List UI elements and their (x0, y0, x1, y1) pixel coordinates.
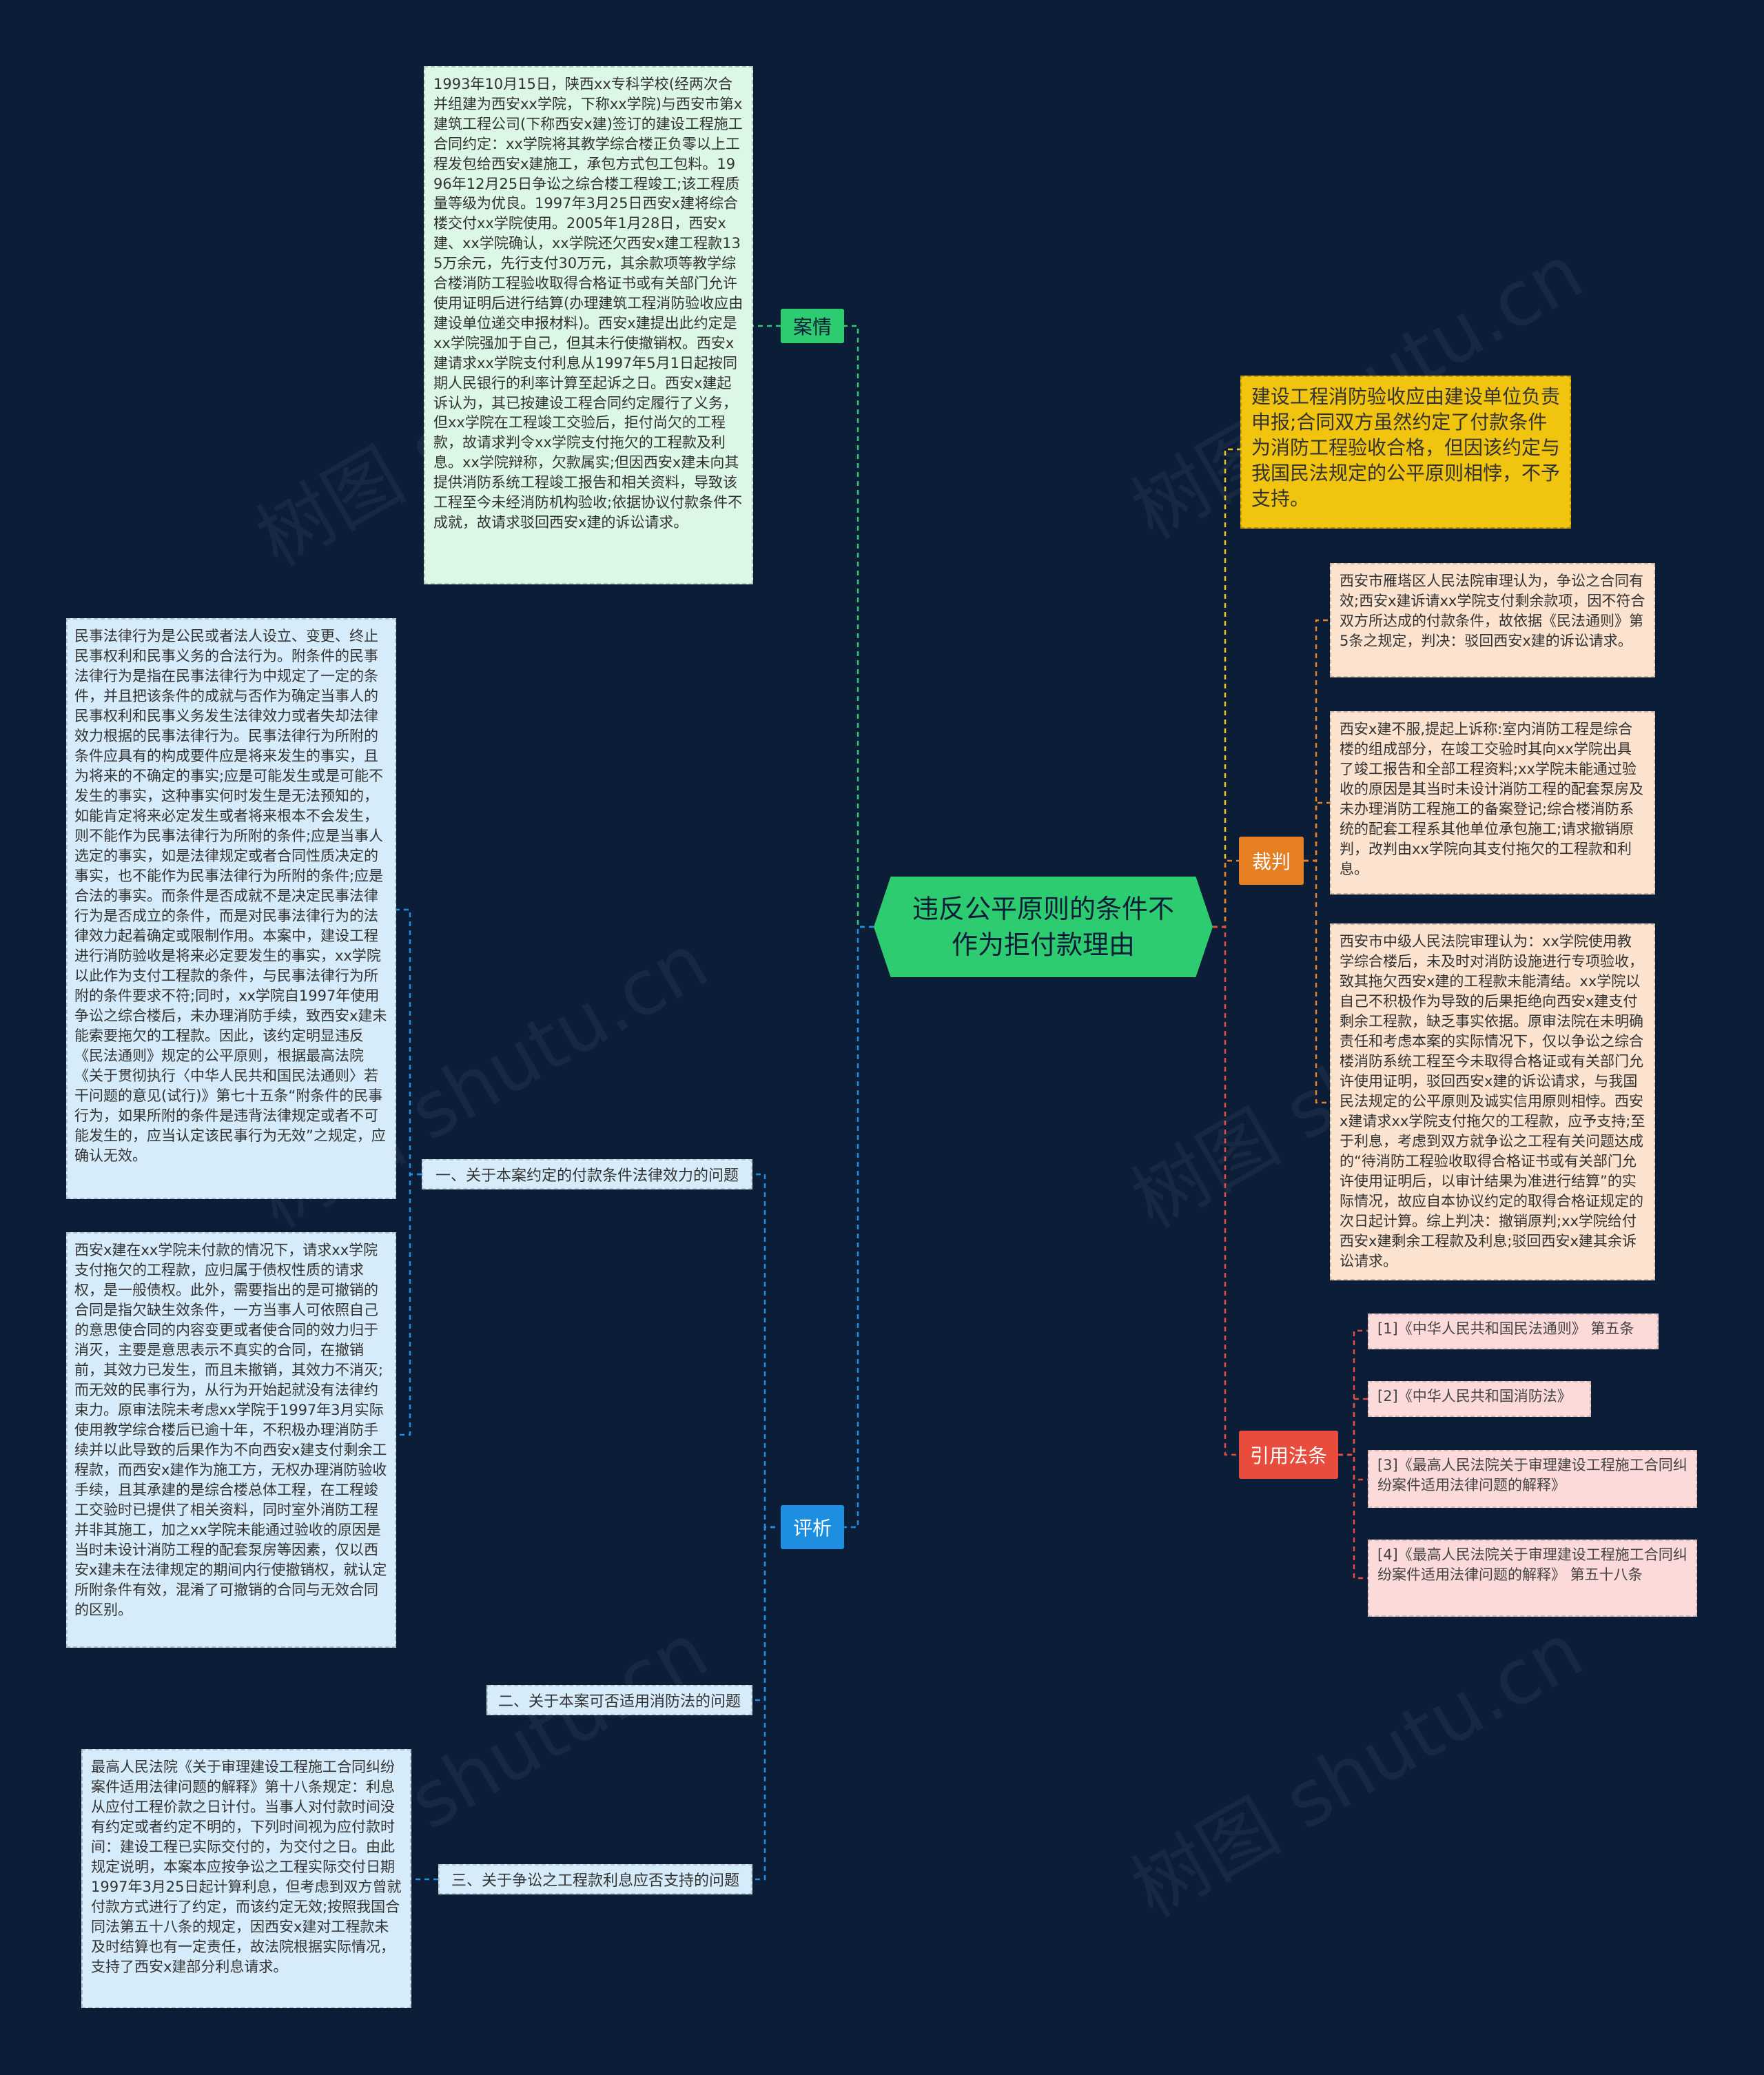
judgment-item: 西安市中级人民法院审理认为：xx学院使用教学综合楼后，未及时对消防设施进行专项验… (1330, 923, 1655, 1280)
connector-case (844, 325, 874, 928)
central-topic[interactable]: 违反公平原则的条件不作为拒付款理由 (874, 877, 1213, 977)
analysis-text: 最高人民法院《关于审理建设工程施工合同纠纷案件适用法律问题的解释》第十八条规定：… (81, 1749, 411, 2008)
analysis-label-text: 评析 (792, 1517, 832, 1540)
analysis-text: 西安x建在xx学院未付款的情况下，请求xx学院支付拖欠的工程款，应归属于债权性质… (66, 1232, 396, 1648)
analysis-question-2[interactable]: 二、关于本案可否适用消防法的问题 (486, 1685, 752, 1715)
case-text: 1993年10月15日，陕西xx专科学校(经两次合并组建为西安xx学院，下称xx… (424, 66, 753, 584)
laws-label-text: 引用法条 (1249, 1444, 1327, 1467)
connector-judgment (1213, 859, 1239, 928)
analysis-text: 民事法律行为是公民或者法人设立、变更、终止民事权利和民事义务的合法行为。附条件的… (66, 618, 396, 1199)
judgment-label[interactable]: 裁判 (1239, 837, 1304, 885)
judgment-item: 西安x建不服,提起上诉称:室内消防工程是综合楼的组成部分，在竣工交验时其向xx学… (1330, 711, 1655, 895)
analysis-question-1[interactable]: 一、关于本案约定的付款条件法律效力的问题 (422, 1159, 752, 1189)
law-item[interactable]: [4]《最高人民法院关于审理建设工程施工合同纠纷案件适用法律问题的解释》 第五十… (1368, 1540, 1697, 1617)
central-topic-title: 违反公平原则的条件不作为拒付款理由 (912, 894, 1174, 960)
law-item[interactable]: [3]《最高人民法院关于审理建设工程施工合同纠纷案件适用法律问题的解释》 (1368, 1450, 1697, 1508)
connector-analysis (844, 926, 874, 1529)
connector-conclusion (1213, 448, 1240, 928)
case-label[interactable]: 案情 (781, 309, 844, 343)
judgment-label-text: 裁判 (1251, 850, 1291, 873)
conclusion-box: 建设工程消防验收应由建设单位负责申报;合同双方虽然约定了付款条件为消防工程验收合… (1240, 376, 1571, 529)
connector-laws (1213, 926, 1239, 1456)
judgment-item: 西安市雁塔区人民法院审理认为，争讼之合同有效;西安x建诉请xx学院支付剩余款项，… (1330, 563, 1655, 677)
analysis-question-3[interactable]: 三、关于争讼之工程款利息应否支持的问题 (438, 1864, 752, 1894)
case-label-text: 案情 (792, 316, 832, 338)
laws-label[interactable]: 引用法条 (1239, 1431, 1338, 1479)
law-item[interactable]: [1]《中华人民共和国民法通则》 第五条 (1368, 1314, 1659, 1349)
law-item[interactable]: [2]《中华人民共和国消防法》 (1368, 1381, 1591, 1417)
analysis-label[interactable]: 评析 (781, 1505, 844, 1549)
